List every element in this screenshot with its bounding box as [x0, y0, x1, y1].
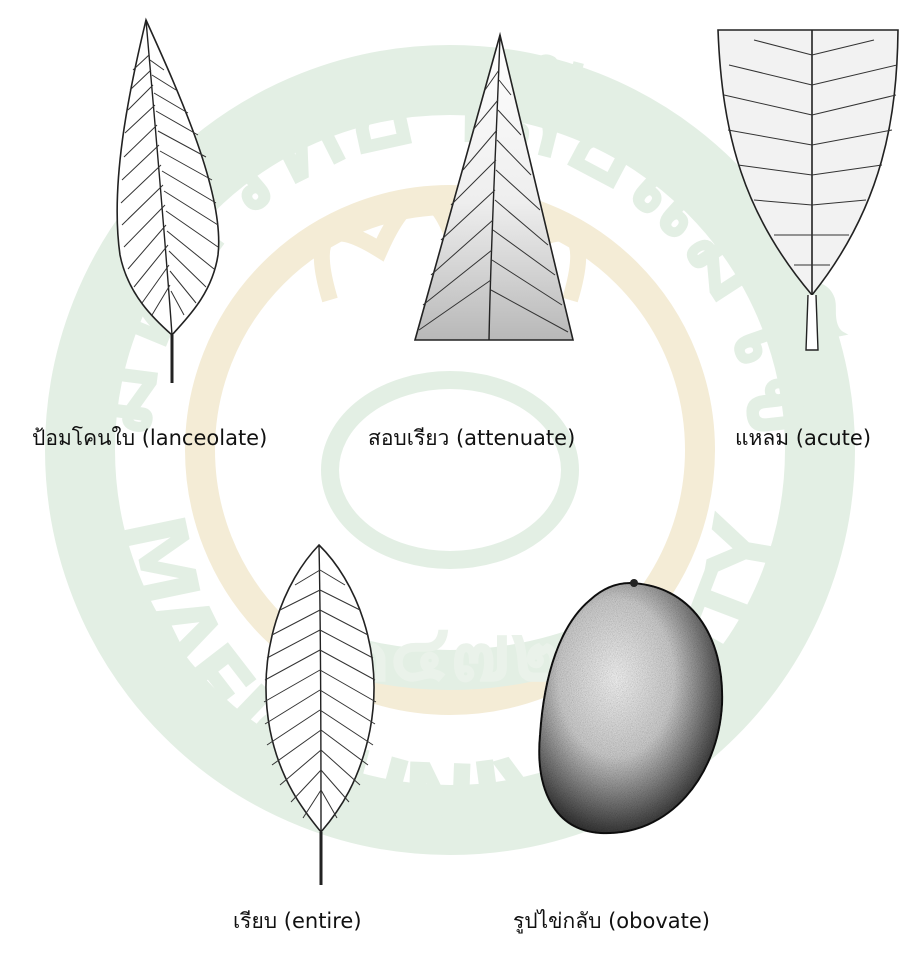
obovate-shape-icon — [530, 575, 730, 845]
acute-leaf-icon — [714, 25, 901, 360]
entire-leaf-icon — [245, 540, 395, 890]
lanceolate-leaf-icon — [100, 15, 250, 390]
caption-obovate: รูปไข่กลับ (obovate) — [513, 905, 710, 938]
attenuate-leaf-icon — [405, 30, 585, 350]
caption-lanceolate: ป้อมโคนใบ (lanceolate) — [32, 422, 267, 455]
caption-entire: เรียบ (entire) — [233, 905, 362, 938]
caption-attenuate: สอบเรียว (attenuate) — [368, 422, 575, 455]
caption-acute: แหลม (acute) — [735, 422, 871, 455]
